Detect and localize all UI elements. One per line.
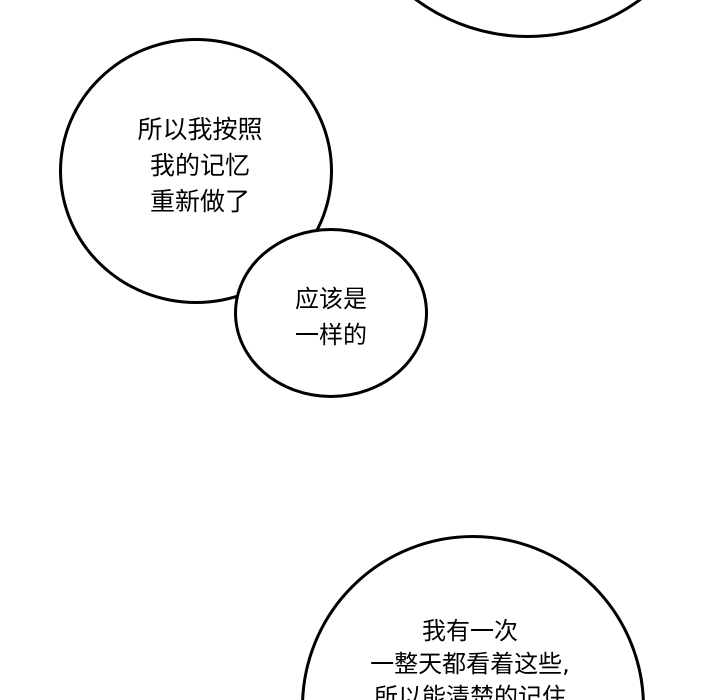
speech-line: 重新做了: [149, 187, 250, 216]
speech-text-bottom: 我有一次 一整天都看着这些, 所以能清楚的记住: [335, 615, 605, 700]
speech-line: 应该是: [295, 285, 367, 313]
speech-text-middle: 应该是 一样的: [246, 281, 416, 353]
speech-line: 所以我按照: [137, 115, 263, 144]
speech-line: 一样的: [295, 321, 367, 349]
speech-line: 一整天都看着这些,: [370, 650, 570, 678]
speech-bubble-top-partial: [338, 0, 718, 38]
speech-line: 我有一次: [422, 617, 518, 645]
speech-line: 我的记忆: [149, 151, 250, 180]
speech-bubble-middle: [234, 228, 428, 398]
speech-line: 所以能清楚的记住: [374, 683, 566, 700]
speech-text-left: 所以我按照 我的记忆 重新做了: [100, 112, 300, 220]
